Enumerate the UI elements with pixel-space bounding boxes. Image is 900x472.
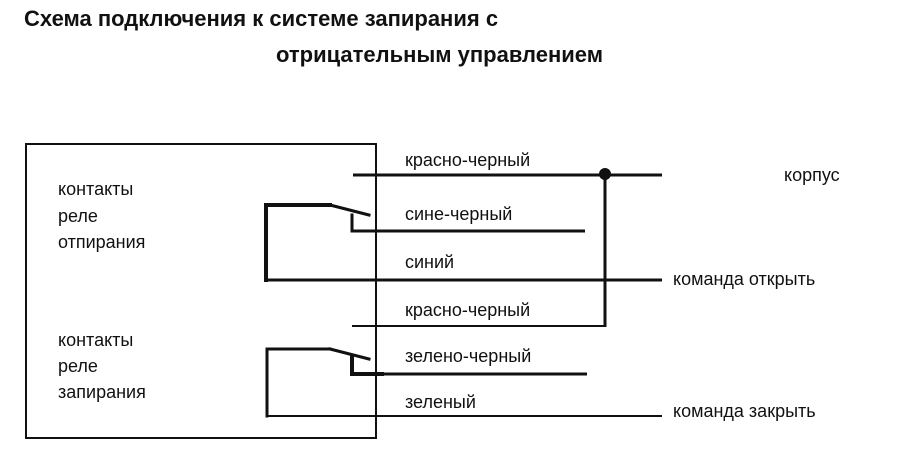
- wire-label-blue-black: сине-черный: [405, 204, 512, 224]
- alarm-unit-box: [25, 143, 377, 439]
- output-label-close-command: команда закрыть: [673, 401, 816, 421]
- unlock-relay-label-line1: контакты: [58, 179, 133, 199]
- unlock-relay-label-line2: реле: [58, 206, 98, 226]
- lock-relay-label-line1: контакты: [58, 330, 133, 350]
- output-label-ground: корпус: [784, 165, 840, 185]
- lock-relay-label-line2: реле: [58, 356, 98, 376]
- junction-dot: [599, 168, 611, 180]
- unlock-relay-label-line3: отпирания: [58, 232, 145, 252]
- output-label-open-command: команда открыть: [673, 269, 815, 289]
- wire-label-green: зеленый: [405, 392, 476, 412]
- lock-relay-label-line3: запирания: [58, 382, 146, 402]
- wire-label-red-black-2: красно-черный: [405, 300, 530, 320]
- diagram-title-line1: Схема подключения к системе запирания с: [24, 6, 499, 31]
- wire-label-red-black-1: красно-черный: [405, 150, 530, 170]
- diagram-title-line2: отрицательным управлением: [276, 42, 604, 67]
- lock-relay-switch: [265, 347, 384, 418]
- unlock-relay-switch: [264, 203, 384, 282]
- wire-label-blue: синий: [405, 252, 454, 272]
- wire-label-green-black: зелено-черный: [405, 346, 531, 366]
